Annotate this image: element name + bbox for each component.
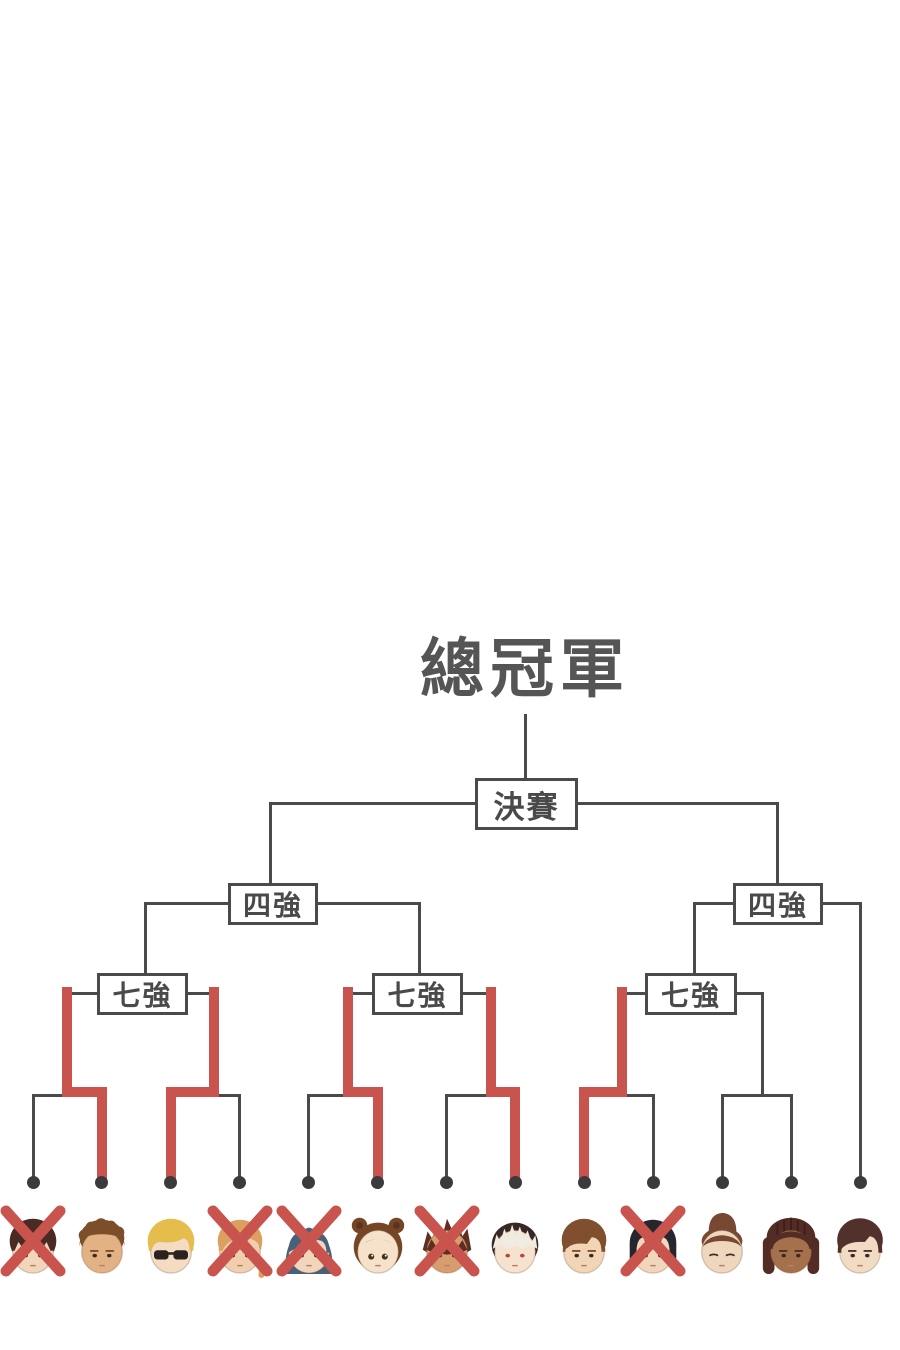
semifinal-box-right: 四強 <box>733 883 823 925</box>
contestant-node-dot <box>577 1176 591 1189</box>
winner-path-line <box>486 1087 521 1097</box>
winner-path-line <box>579 1087 627 1097</box>
elimination-x-icon <box>270 1200 348 1282</box>
semifinal-left-label: 四強 <box>242 889 303 922</box>
winner-path-line <box>579 1087 590 1182</box>
winner-path-line <box>62 987 72 1097</box>
pair-bracket-line <box>238 1093 242 1182</box>
avatar-blonde-sunglasses-icon <box>138 1206 204 1280</box>
winner-path-line <box>165 1087 219 1097</box>
quarterfinal-left-label: 七強 <box>112 979 173 1012</box>
winner-path-line <box>372 1087 383 1182</box>
bracket-line-champion <box>523 714 527 779</box>
bracket-line <box>693 902 696 975</box>
semifinal-box-left: 四強 <box>228 883 318 925</box>
quarterfinal-right-label: 七強 <box>660 979 721 1012</box>
bracket-line <box>187 991 216 995</box>
final-box: 決賽 <box>475 778 578 830</box>
quarterfinal-box-middle: 七強 <box>372 973 463 1015</box>
bracket-line <box>317 902 421 905</box>
elimination-x-icon <box>614 1200 692 1282</box>
bracket-line <box>418 902 421 975</box>
contestant-node-dot <box>233 1176 247 1189</box>
pair-bracket-line <box>31 1093 35 1182</box>
contestant-node-dot <box>784 1176 798 1189</box>
contestant-node-dot <box>371 1176 385 1189</box>
elimination-x-icon <box>0 1200 72 1282</box>
contestant-node-dot <box>26 1176 40 1189</box>
bracket-line <box>620 991 646 995</box>
quarterfinal-box-right: 七強 <box>645 973 737 1015</box>
avatar-bear-ear-hood-icon <box>345 1206 411 1280</box>
bracket-line <box>693 902 734 905</box>
elimination-x-icon <box>408 1200 486 1282</box>
contestant-node-dot <box>853 1176 867 1189</box>
winner-path-line <box>209 987 219 1097</box>
semifinal-right-label: 四強 <box>747 889 808 922</box>
winner-path-line <box>62 1087 107 1097</box>
winner-path-line <box>343 1087 383 1097</box>
contestant-node-dot <box>164 1176 178 1189</box>
pair-bracket-line <box>720 1093 724 1182</box>
avatar-dreadlocks-icon <box>758 1206 824 1280</box>
bracket-line <box>346 991 374 995</box>
bracket-line <box>269 802 475 805</box>
winner-path-line <box>510 1087 521 1182</box>
pair-bracket-line <box>651 1093 655 1182</box>
avatar-brown-bowl-hair-icon <box>551 1206 617 1280</box>
winner-path-line <box>343 987 353 1097</box>
contestant-node-dot <box>440 1176 454 1189</box>
bracket-line <box>269 802 272 885</box>
pair-bracket-line <box>446 1093 516 1097</box>
pair-bracket-line <box>789 1093 793 1182</box>
quarterfinal-middle-label: 七強 <box>387 979 448 1012</box>
pair-bracket-line <box>307 1093 311 1182</box>
winner-path-line <box>96 1087 107 1182</box>
contestant-node-dot <box>646 1176 660 1189</box>
bracket-line <box>462 991 493 995</box>
pair-bracket-line <box>722 1093 792 1097</box>
bracket-line-bye <box>858 902 862 1182</box>
bracket-line <box>144 902 147 975</box>
winner-path-line <box>617 987 627 1097</box>
bracket-line <box>822 902 862 905</box>
quarterfinal-box-left: 七強 <box>97 973 188 1015</box>
avatar-brown-crop-hair-icon <box>69 1206 135 1280</box>
winner-path-line <box>486 987 496 1097</box>
winner-path-line <box>165 1087 176 1182</box>
contestant-node-dot <box>95 1176 109 1189</box>
contestant-node-dot <box>302 1176 316 1189</box>
avatar-dark-bob-hair-icon <box>827 1206 893 1280</box>
bracket-line <box>144 902 230 905</box>
final-box-label: 決賽 <box>493 789 560 826</box>
bracket-line <box>736 991 764 995</box>
bracket-line <box>578 802 779 805</box>
bracket-line <box>66 991 98 995</box>
bracket-line <box>761 991 764 1096</box>
avatar-pompadour-hair-icon <box>689 1206 755 1280</box>
bracket-line <box>776 802 779 885</box>
champion-title: 總冠軍 <box>420 633 630 707</box>
avatar-white-spiky-hair-icon <box>482 1206 548 1280</box>
contestant-node-dot <box>715 1176 729 1189</box>
pair-bracket-line <box>445 1093 449 1182</box>
contestant-node-dot <box>508 1176 522 1189</box>
elimination-x-icon <box>201 1200 279 1282</box>
